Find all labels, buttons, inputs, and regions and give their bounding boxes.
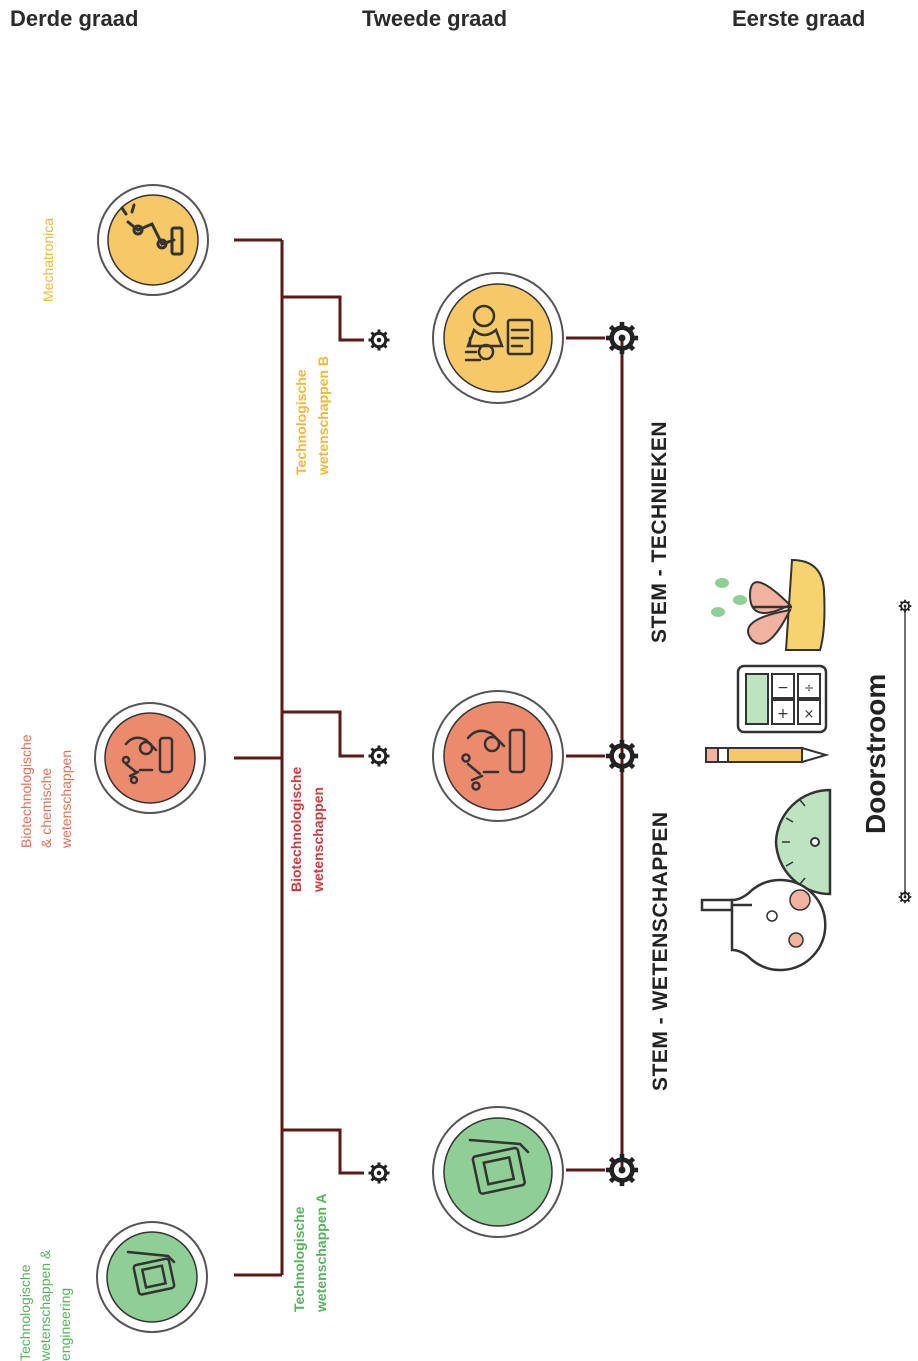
label-tech-wetenschappen-a: Technologische wetenschappen A bbox=[291, 1193, 329, 1312]
label-tech-engineering: Technologische wetenschappen & engineeri… bbox=[17, 1249, 73, 1361]
label-doorstroom: Doorstroom bbox=[860, 673, 891, 834]
svg-text:+: + bbox=[777, 706, 789, 722]
doorstroom-line bbox=[897, 598, 913, 905]
svg-text:−: − bbox=[777, 680, 789, 696]
calculator-icon: − ÷ + × bbox=[736, 664, 828, 734]
calculator-icon bbox=[96, 1221, 208, 1333]
calculator-icon bbox=[432, 1106, 564, 1238]
svg-text:×: × bbox=[804, 707, 815, 722]
label-biotech-chemische: Biotechnologische & chemische wetenschap… bbox=[18, 734, 74, 848]
header-derde-graad: Derde graad bbox=[10, 6, 139, 31]
gear-icon bbox=[606, 322, 638, 354]
microscope-icon bbox=[94, 702, 206, 814]
gear-icon bbox=[367, 1161, 391, 1185]
gear-icon bbox=[606, 740, 638, 772]
protractor-icon bbox=[774, 788, 832, 896]
robot-arm-icon bbox=[97, 184, 209, 296]
engineer-icon bbox=[432, 272, 564, 404]
label-biotech-wetenschappen: Biotechnologische wetenschappen bbox=[288, 766, 326, 892]
sprout-icon bbox=[711, 558, 826, 651]
header-tweede-graad: Tweede graad bbox=[362, 6, 508, 31]
header-eerste-graad: Eerste graad bbox=[732, 6, 866, 31]
gear-icon bbox=[367, 744, 391, 768]
label-stem-technieken: STEM - TECHNIEKEN bbox=[648, 420, 671, 643]
label-mechatronica: Mechatronica bbox=[40, 217, 56, 302]
label-tech-wetenschappen-b: Technologische wetenschappen B bbox=[293, 355, 331, 475]
gear-icon bbox=[606, 1154, 638, 1186]
microscope-icon bbox=[432, 690, 564, 822]
gear-icon bbox=[367, 328, 391, 352]
svg-text:÷: ÷ bbox=[804, 681, 814, 695]
pencil-icon bbox=[705, 746, 830, 764]
flask-icon bbox=[700, 878, 827, 972]
label-stem-wetenschappen: STEM - WETENSCHAPPEN bbox=[649, 811, 672, 1091]
